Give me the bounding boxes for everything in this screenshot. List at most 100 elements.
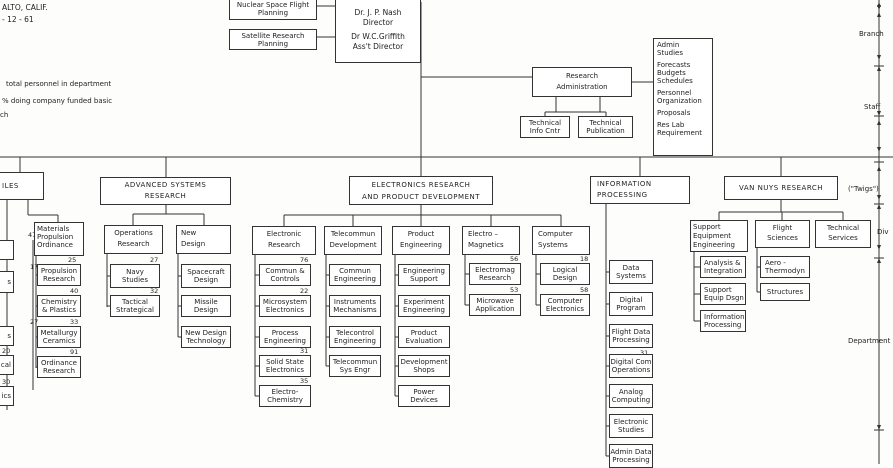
- computer-item: Computer Electronics: [540, 294, 590, 316]
- magnetics-item: Microwave Application: [469, 294, 521, 316]
- electronic-num: 31: [300, 347, 309, 355]
- electronic-item: Microsystem Electronics: [259, 295, 311, 317]
- product-item-label: Power Devices: [410, 388, 438, 404]
- product-item-label: Development Shops: [400, 358, 448, 374]
- division-les: ILES: [0, 172, 44, 200]
- info-item: Digital Com Operations: [609, 354, 653, 378]
- info-item-label: Digital Com Operations: [610, 358, 652, 374]
- electronic-num: 35: [300, 377, 309, 385]
- product-item: Product Evaluation: [398, 326, 450, 348]
- operations-num: 32: [150, 287, 159, 295]
- research-admin-label: Research Administration: [556, 72, 608, 91]
- arrow-head: [877, 195, 881, 200]
- product-item-label: Experiment Engineering: [403, 298, 445, 314]
- operations-head: Operations Research: [104, 225, 163, 254]
- new-design-item-label: Missile Design: [193, 298, 219, 314]
- division-information-label: INFORMATION PROCESSING: [597, 180, 652, 199]
- electronic-item: Commun & Controls: [259, 264, 311, 286]
- flight-item-label: Aero - Thermodyn: [765, 259, 805, 275]
- flight-sciences-head: Flight Sciences: [755, 220, 810, 248]
- operations-item: Tactical Strategical: [110, 295, 160, 317]
- arrow-head: [877, 120, 881, 125]
- director-name: Dr. J. P. Nash: [354, 7, 402, 17]
- support-item: Analysis & Integration: [700, 256, 746, 278]
- info-item: Analog Computing: [609, 384, 653, 408]
- computer-head-label: Computer Systems: [538, 230, 573, 249]
- materials-item-label: Propulsion Research: [40, 267, 78, 283]
- materials-num: 33: [70, 318, 79, 326]
- arrow-head: [877, 66, 881, 71]
- materials-item-label: Ordinance Research: [41, 359, 77, 375]
- division-electronics-label: ELECTRONICS RESEARCH AND PRODUCT DEVELOP…: [361, 180, 481, 201]
- arrow-head: [877, 166, 881, 171]
- product-head: Product Engineering: [392, 226, 450, 255]
- product-item: Engineering Support: [398, 264, 450, 286]
- new-design-item: Missile Design: [181, 295, 231, 317]
- left-num: 27: [30, 318, 39, 326]
- telecommun-item-label: Telecontrol Engineering: [334, 329, 376, 345]
- arrow-head: [877, 245, 881, 250]
- telecommun-item-label: Telecommun Sys Engr: [332, 358, 378, 374]
- info-item-label: Flight Data Processing: [611, 328, 651, 344]
- materials-num: 40: [70, 287, 79, 295]
- operations-head-label: Operations Research: [114, 229, 153, 248]
- asst-director-title: Ass't Director: [352, 41, 404, 51]
- arrow-head: [877, 5, 881, 10]
- telecommun-item: Telecommun Sys Engr: [329, 355, 381, 377]
- division-van-nuys: VAN NUYS RESEARCH: [724, 176, 838, 200]
- arrow-head: [877, 111, 881, 116]
- computer-head: Computer Systems: [532, 226, 590, 255]
- magnetics-num: 53: [510, 286, 519, 294]
- info-item: Data Systems: [609, 260, 653, 284]
- research-admin-box: Research Administration: [532, 67, 632, 97]
- electronic-head-label: Electronic Research: [266, 230, 302, 249]
- flight-head-label: Flight Sciences: [767, 224, 798, 242]
- new-design-item-label: New Design Technology: [185, 329, 227, 345]
- left-fragment-text: cal: [0, 361, 11, 369]
- division-vannuys-label: VAN NUYS RESEARCH: [738, 184, 823, 192]
- left-num: 30: [2, 378, 11, 386]
- admin-item: Admin Studies: [657, 41, 683, 57]
- side-label-twigs: ("Twigs"): [848, 185, 879, 193]
- side-label-department: Department: [848, 337, 891, 345]
- support-equip-head: Support Equipment Engineering: [690, 220, 748, 252]
- telecommun-item-label: Instruments Mechanisms: [333, 298, 377, 314]
- nuclear-space-box: Nuclear Space Flight Planning: [229, 0, 317, 20]
- arrow-head: [877, 147, 881, 152]
- info-item: Electronic Studies: [609, 414, 653, 438]
- nuclear-space-label: Nuclear Space Flight Planning: [236, 0, 310, 17]
- info-item: Flight Data Processing: [609, 324, 653, 348]
- electronic-num: 76: [300, 256, 309, 264]
- director-title: Director: [362, 17, 394, 27]
- materials-num: 25: [68, 256, 77, 264]
- technical-services-head: Technical Services: [815, 220, 871, 248]
- left-fragment-box: ics: [0, 386, 14, 406]
- electronic-item-label: Microsystem Electronics: [262, 298, 308, 314]
- materials-item-label: Chemistry & Plastics: [41, 298, 77, 314]
- magnetics-item: Electromag Research: [469, 263, 521, 285]
- arrow-head: [877, 55, 881, 60]
- left-fragment-text: s: [7, 332, 11, 340]
- operations-item-label: Tactical Strategical: [116, 298, 154, 314]
- materials-item-label: Metallurgy Ceramics: [40, 329, 78, 345]
- telecommun-head-label: Telecommun Development: [329, 230, 377, 249]
- new-design-head-label: New Design: [181, 229, 206, 248]
- new-design-item-label: Spacecraft Design: [187, 268, 225, 284]
- support-item: Support Equip Dsgn: [700, 283, 746, 305]
- tech-pub-box: Technical Publication: [578, 116, 633, 138]
- product-item-label: Product Evaluation: [405, 329, 443, 345]
- side-label-staff: Staff: [864, 103, 881, 111]
- division-les-label: ILES: [2, 182, 19, 190]
- flight-item: Aero - Thermodyn: [760, 256, 810, 278]
- materials-num: 91: [70, 348, 79, 356]
- electronic-item-label: Commun & Controls: [265, 267, 305, 283]
- materials-item: Propulsion Research: [37, 264, 81, 286]
- new-design-head: New Design: [176, 225, 231, 254]
- magnetics-head: Electro – Magnetics: [462, 226, 520, 255]
- product-item-label: Engineering Support: [403, 267, 445, 283]
- info-item-label: Admin Data Processing: [610, 448, 652, 464]
- computer-num: 58: [580, 286, 589, 294]
- admin-item: Res Lab Requirement: [657, 121, 703, 137]
- materials-head-label: Materials Propulsion Ordinance: [37, 225, 74, 249]
- left-fragment-box: cal: [0, 355, 14, 375]
